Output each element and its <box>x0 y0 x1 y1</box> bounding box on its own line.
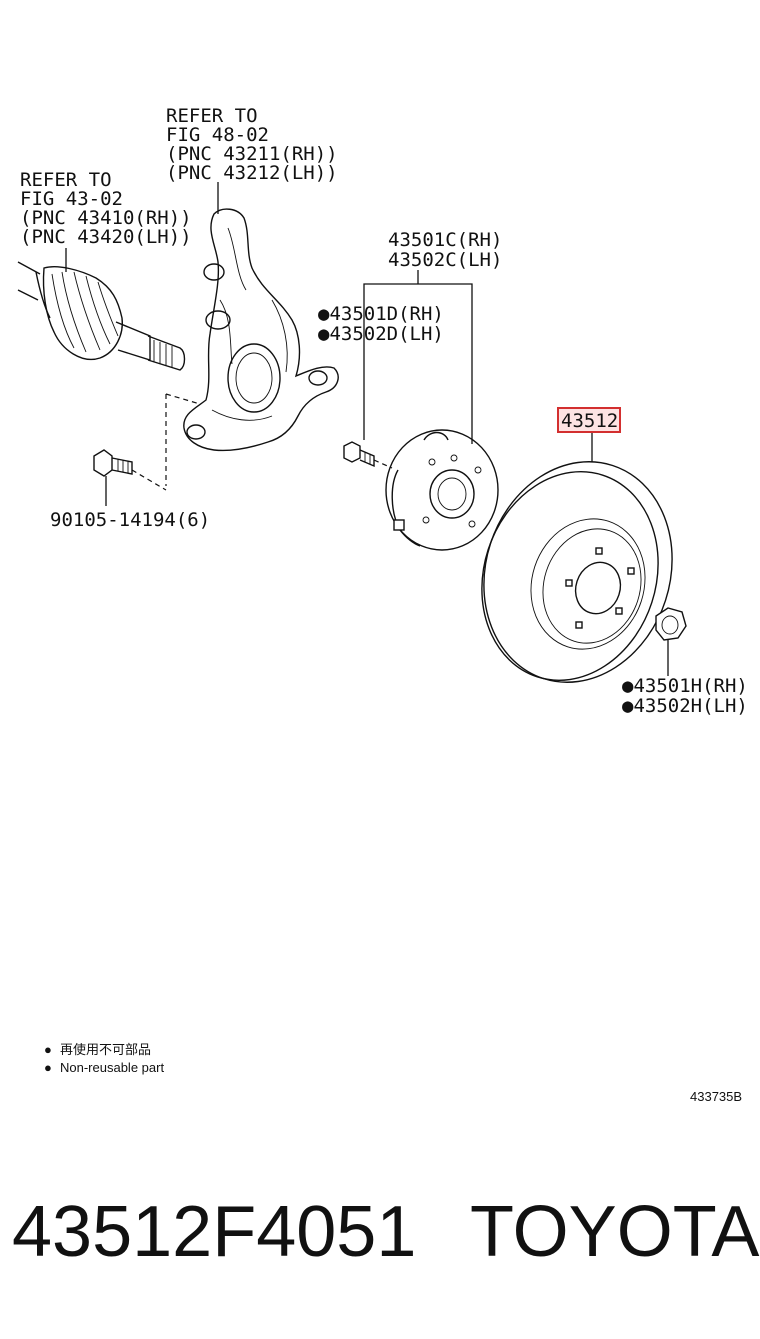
knuckle-bolt-illustration <box>93 449 133 506</box>
legend-bullet-1: ● <box>44 1042 52 1057</box>
knuckle-bolt-dashed-leader <box>131 469 167 491</box>
hub-bolt-illustration <box>343 441 393 469</box>
callout-hub-bolt-rh[interactable]: ●43501D(RH) <box>318 303 444 325</box>
rotor-highlight-box[interactable] <box>557 407 621 433</box>
callout-hub-nut-lh[interactable]: ●43502H(LH) <box>622 695 748 717</box>
legend-japanese: 再使用不可部品 <box>60 1042 151 1057</box>
callout-knuckle: REFER TO FIG 48-02 (PNC 43211(RH)) (PNC … <box>166 105 338 184</box>
steering-knuckle-illustration <box>183 182 339 452</box>
hub-nut-illustration <box>655 607 687 676</box>
callout-knuckle-line1: REFER TO <box>166 105 258 127</box>
legend-english: Non-reusable part <box>60 1060 164 1075</box>
driveshaft-illustration <box>17 248 186 371</box>
callout-knuckle-bolt[interactable]: 90105-14194(6) <box>50 509 210 531</box>
callout-knuckle-line4: (PNC 43212(LH)) <box>166 162 338 184</box>
driveshaft-dashed-leader <box>165 393 201 486</box>
hub-assembly-illustration <box>385 429 499 551</box>
callout-driveshaft-line3: (PNC 43410(RH)) <box>20 207 192 229</box>
callout-rotor-highlight[interactable]: 43512 <box>557 407 621 433</box>
brake-rotor-illustration <box>481 432 673 683</box>
callout-hub-nut-rh[interactable]: ●43501H(RH) <box>622 675 748 697</box>
legend: ● 再使用不可部品 ● Non-reusable part <box>44 1042 164 1075</box>
callout-knuckle-line2: FIG 48-02 <box>166 124 269 146</box>
illustration-code: 433735B <box>690 1089 742 1104</box>
legend-bullet-2: ● <box>44 1060 52 1075</box>
footer-part-number: 43512F4051 <box>12 1192 416 1272</box>
callout-hub-assembly-rh[interactable]: 43501C(RH) <box>388 229 502 251</box>
callout-hub-assembly-lh[interactable]: 43502C(LH) <box>388 249 502 271</box>
callout-driveshaft: REFER TO FIG 43-02 (PNC 43410(RH)) (PNC … <box>20 169 192 248</box>
callout-hub-nut[interactable]: ●43501H(RH) ●43502H(LH) <box>622 675 748 717</box>
callout-knuckle-line3: (PNC 43211(RH)) <box>166 143 338 165</box>
callout-driveshaft-line2: FIG 43-02 <box>20 188 123 210</box>
callout-driveshaft-line4: (PNC 43420(LH)) <box>20 226 192 248</box>
callout-hub-bolt-lh[interactable]: ●43502D(LH) <box>318 323 444 345</box>
callout-hub-assembly[interactable]: 43501C(RH) 43502C(LH) <box>388 229 502 271</box>
callout-hub-bolt[interactable]: ●43501D(RH) ●43502D(LH) <box>318 303 444 345</box>
callout-driveshaft-line1: REFER TO <box>20 169 112 191</box>
callout-rotor-part-number[interactable]: 43512 <box>561 410 618 432</box>
footer-brand: TOYOTA <box>470 1192 759 1272</box>
